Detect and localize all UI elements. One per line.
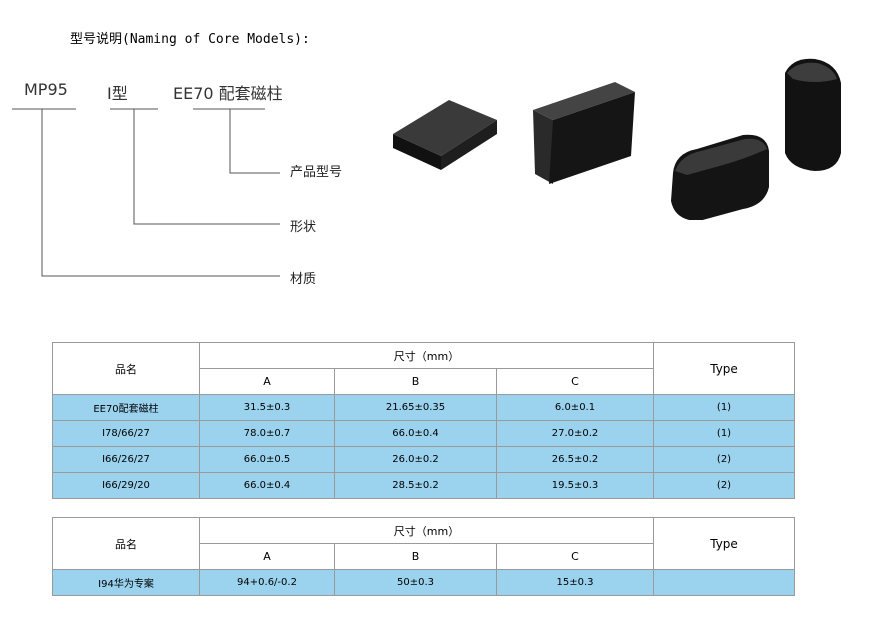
cell-a: 66.0±0.4 — [199, 472, 335, 499]
cell-b: 21.65±0.35 — [334, 394, 497, 421]
cell-type: (1) — [653, 420, 796, 447]
cell-a: 94+0.6/-0.2 — [199, 569, 335, 596]
cell-c: 6.0±0.1 — [495, 394, 655, 421]
tilted-rectangular-core-image — [533, 82, 635, 184]
col-b-header: B — [334, 368, 497, 395]
cell-name: EE70配套磁柱 — [52, 394, 200, 421]
cell-name: I66/29/20 — [52, 472, 200, 499]
col-a-header: A — [199, 368, 335, 395]
label-material: 材质 — [290, 272, 317, 287]
cell-name: I66/26/27 — [52, 446, 200, 473]
label-product-model: 产品型号 — [290, 165, 343, 180]
table-row: I94华为专案 94+0.6/-0.2 50±0.3 15±0.3 — [52, 569, 796, 596]
core-spec-table-2: 品名 尺寸（mm） Type A B C I94华为专案 94+0.6/-0.2… — [52, 517, 796, 596]
table-row: I78/66/27 78.0±0.7 66.0±0.4 27.0±0.2 (1) — [52, 420, 796, 447]
material-code: MP95 — [24, 80, 68, 99]
cell-a: 78.0±0.7 — [199, 420, 335, 447]
name-header: 品名 — [52, 517, 200, 570]
cell-type: (2) — [653, 446, 796, 473]
size-header: 尺寸（mm） — [198, 517, 655, 544]
col-c-header: C — [495, 368, 655, 395]
cell-c: 26.5±0.2 — [495, 446, 655, 473]
naming-diagram — [12, 108, 280, 277]
type-header: Type — [653, 517, 796, 570]
cell-type: (1) — [653, 394, 796, 421]
shape-code: I型 — [107, 84, 128, 103]
cell-type: (2) — [653, 472, 796, 499]
cell-c: 27.0±0.2 — [495, 420, 655, 447]
table-row: EE70配套磁柱 31.5±0.3 21.65±0.35 6.0±0.1 (1) — [52, 394, 796, 421]
shape-leader-line — [133, 109, 280, 225]
cell-c: 15±0.3 — [495, 569, 655, 596]
cell-a: 66.0±0.5 — [199, 446, 335, 473]
material-leader-line — [41, 109, 280, 277]
table-row: I66/29/20 66.0±0.4 28.5±0.2 19.5±0.3 (2) — [52, 472, 796, 499]
size-header: 尺寸（mm） — [198, 342, 655, 369]
cell-type — [653, 569, 796, 596]
core-spec-table-1: 品名 尺寸（mm） Type A B C EE70配套磁柱 31.5±0.3 2… — [52, 342, 796, 499]
col-b-header: B — [334, 543, 497, 570]
cell-c: 19.5±0.3 — [495, 472, 655, 499]
product-code: EE70 配套磁柱 — [173, 84, 283, 103]
col-a-header: A — [199, 543, 335, 570]
rounded-bar-cores-image — [671, 58, 841, 220]
cell-b: 66.0±0.4 — [334, 420, 497, 447]
rectangular-flat-core-image — [393, 100, 497, 170]
table-row: I66/26/27 66.0±0.5 26.0±0.2 26.5±0.2 (2) — [52, 446, 796, 473]
page-heading: 型号说明(Naming of Core Models): — [70, 32, 310, 47]
cell-name: I78/66/27 — [52, 420, 200, 447]
cell-b: 28.5±0.2 — [334, 472, 497, 499]
cell-name: I94华为专案 — [52, 569, 200, 596]
cell-a: 31.5±0.3 — [199, 394, 335, 421]
col-c-header: C — [495, 543, 655, 570]
cell-b: 26.0±0.2 — [334, 446, 497, 473]
name-header: 品名 — [52, 342, 200, 395]
type-header: Type — [653, 342, 796, 395]
cell-b: 50±0.3 — [334, 569, 497, 596]
label-shape: 形状 — [290, 220, 317, 235]
product-leader-line — [229, 109, 280, 174]
